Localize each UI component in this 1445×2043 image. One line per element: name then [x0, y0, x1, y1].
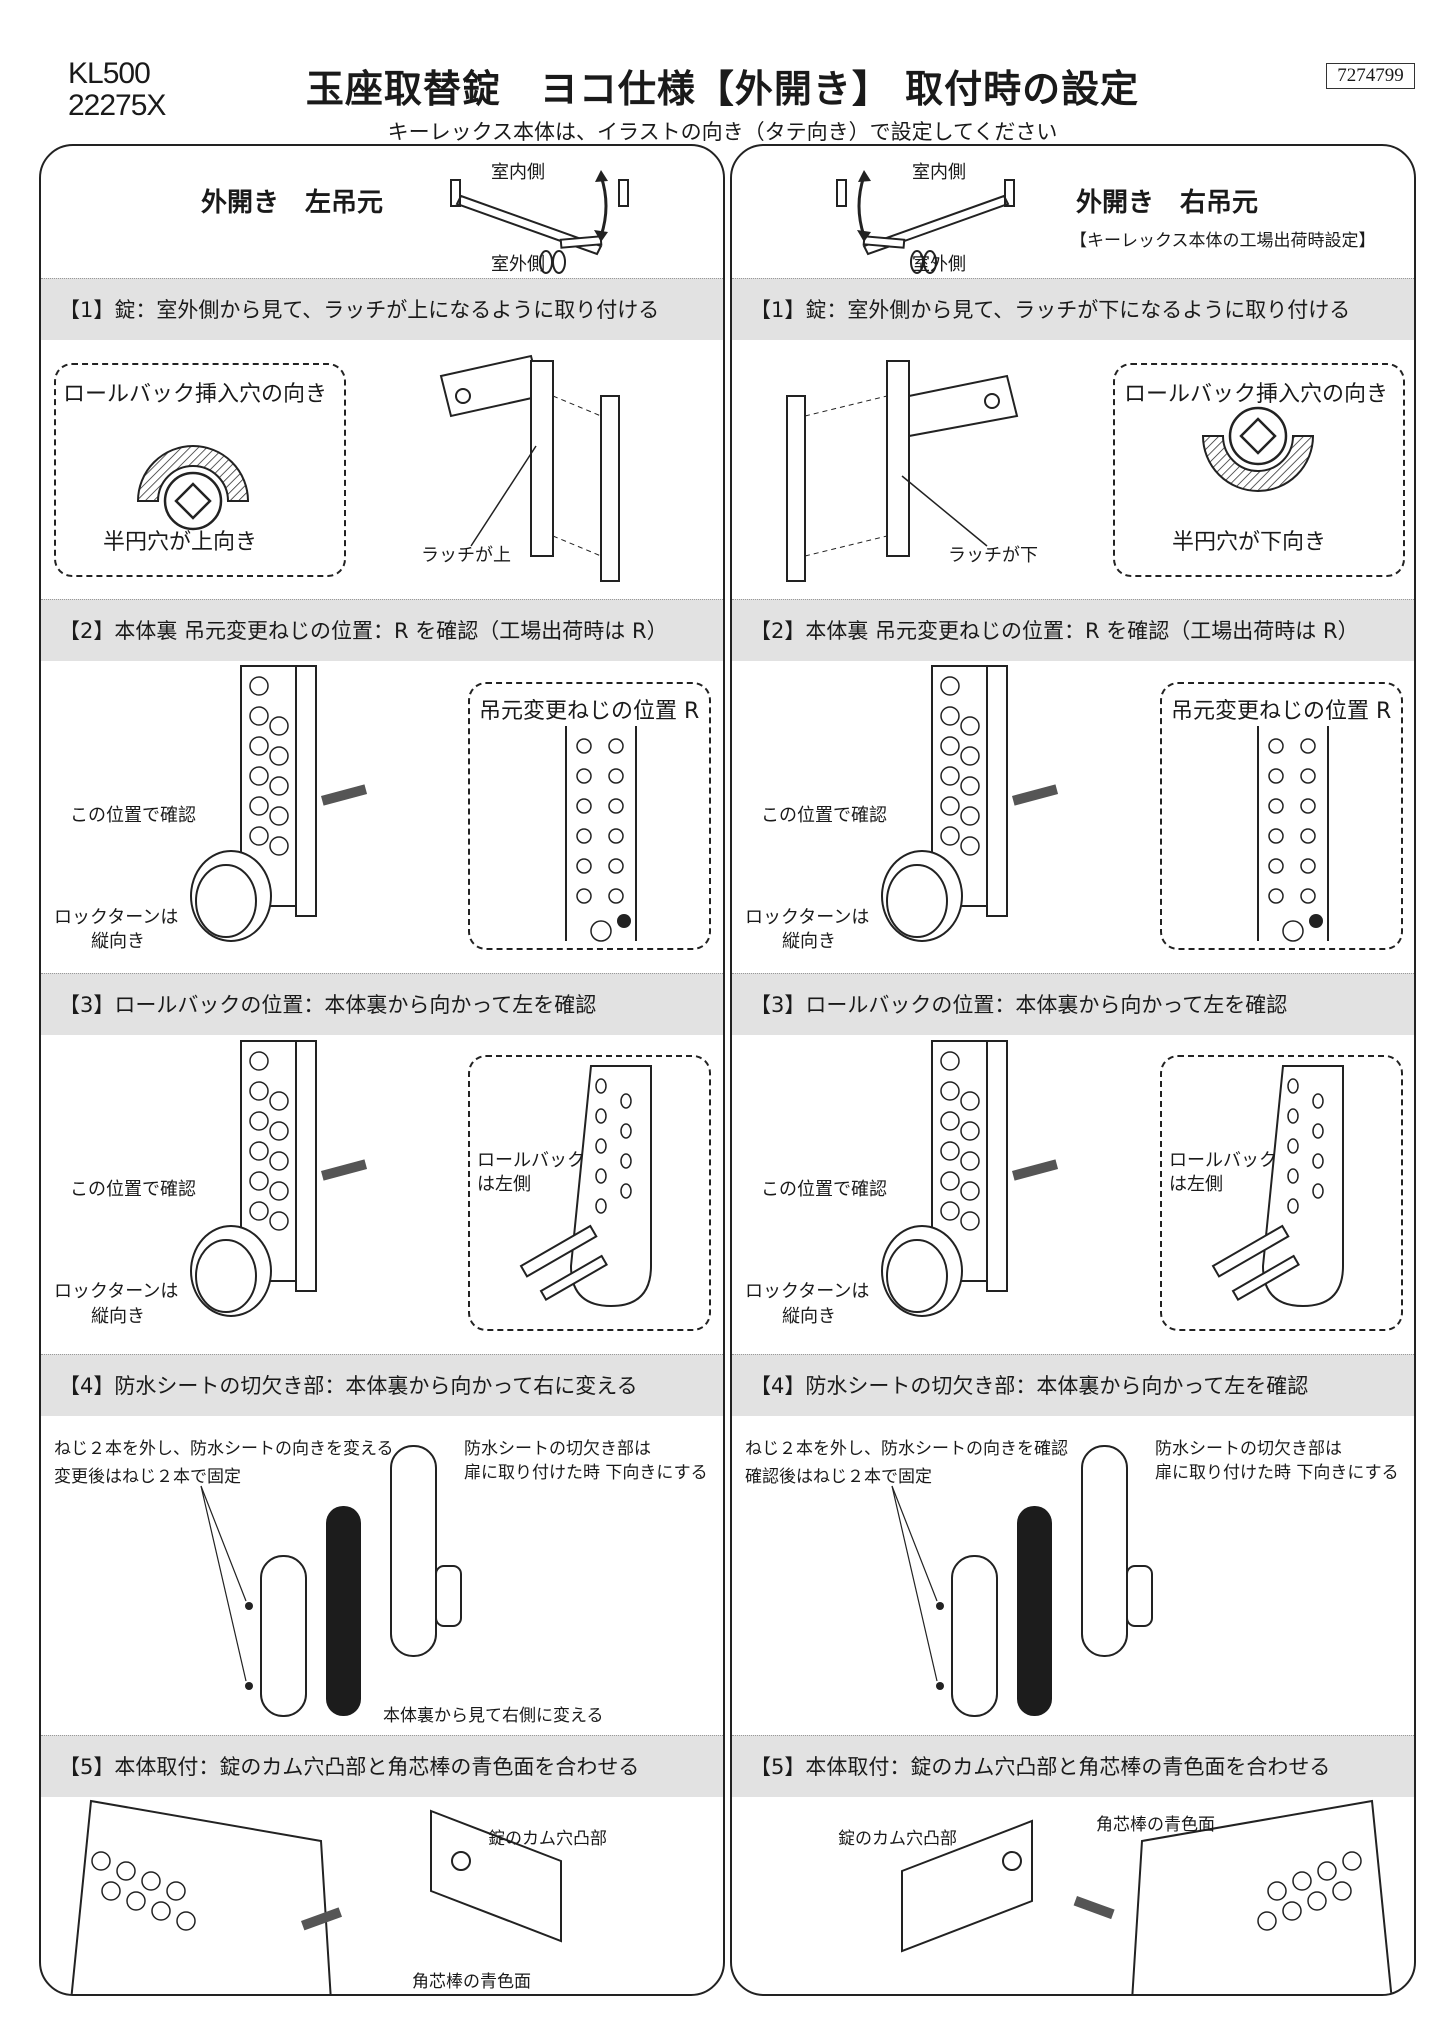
check-position-label: この位置で確認 [761, 1179, 887, 1200]
step-3-bar: 【3】ロールバックの位置：本体裏から向かって左を確認 [732, 973, 1414, 1035]
note-notch-down: 扉に取り付けた時 下向きにする [464, 1463, 708, 1483]
waterproof-sheet-illustration [891, 1445, 1153, 1717]
vertical-label: 縦向き [91, 931, 145, 952]
lock-turn-label: ロックターンは [745, 907, 870, 928]
mortise-lock-illustration [786, 360, 1019, 582]
rollback-hole-callout [1113, 363, 1405, 577]
panel-heading: 外開き 右吊元 [1076, 188, 1259, 218]
vertical-label: 縦向き [782, 1306, 836, 1327]
latch-label: ラッチが上 [421, 545, 511, 566]
vertical-label: 縦向き [782, 931, 836, 952]
right-hinge-panel: 室内側 室外側 外開き 右吊元 【キーレックス本体の工場出荷時設定】 【1】錠：… [730, 144, 1416, 1996]
note-fix-screws: 変更後はねじ２本で固定 [54, 1467, 241, 1487]
keypad-back-illustration [881, 665, 1059, 942]
rollback-label: ロールバック [1169, 1150, 1277, 1171]
body-mounting-illustration [70, 1799, 562, 1994]
panel-heading: 外開き 左吊元 [201, 188, 384, 218]
callout-caption: 半円穴が下向き [1172, 530, 1327, 555]
latch-label: ラッチが下 [948, 545, 1038, 566]
model-line-2: 22275X [68, 89, 166, 122]
callout-title: 吊元変更ねじの位置 R [1171, 699, 1392, 724]
note-notch: 防水シートの切欠き部は [1155, 1439, 1342, 1459]
step-1-bar: 【1】錠：室外側から見て、ラッチが下になるように取り付ける [732, 278, 1414, 340]
rollback-position-callout [468, 1055, 711, 1331]
model-line-1: KL500 [68, 57, 151, 90]
cam-hole-label: 錠のカム穴凸部 [838, 1829, 957, 1849]
lock-turn-label: ロックターンは [54, 907, 179, 928]
step-5-bar: 【5】本体取付：錠のカム穴凸部と角芯棒の青色面を合わせる [41, 1735, 723, 1797]
indoor-label: 室内側 [491, 162, 545, 183]
rollback-hole-callout [54, 363, 346, 577]
keypad-back-illustration [190, 1040, 368, 1317]
note-remove-screws: ねじ２本を外し、防水シートの向きを変える [54, 1439, 394, 1459]
rollback-position-callout [1160, 1055, 1403, 1331]
step-2-bar: 【2】本体裏 吊元変更ねじの位置：R を確認（工場出荷時は R） [732, 599, 1414, 661]
callout-title: 吊元変更ねじの位置 R [479, 699, 700, 724]
screw-position-illustration [565, 726, 637, 942]
half-circle-up-icon [136, 445, 250, 531]
door-swing-diagram [836, 170, 1015, 274]
rollback-illustration [519, 1065, 652, 1308]
hinge-screw-callout [1160, 682, 1403, 950]
rollback-left-label: は左側 [477, 1174, 531, 1195]
keypad-back-illustration [190, 665, 368, 942]
door-swing-diagram [450, 170, 629, 274]
note-notch-down: 扉に取り付けた時 下向きにする [1155, 1463, 1399, 1483]
spindle-label: 角芯棒の青色面 [1096, 1815, 1215, 1835]
screw-position-illustration [1257, 726, 1329, 942]
rollback-left-label: は左側 [1169, 1174, 1223, 1195]
document-code: 7274799 [1326, 63, 1415, 89]
rollback-label: ロールバック [477, 1150, 585, 1171]
step-4-bar: 【4】防水シートの切欠き部：本体裏から向かって右に変える [41, 1354, 723, 1416]
step-1-bar: 【1】錠：室外側から見て、ラッチが上になるように取り付ける [41, 278, 723, 340]
half-circle-down-icon [1201, 406, 1315, 492]
lock-turn-label: ロックターンは [745, 1281, 870, 1302]
waterproof-sheet-illustration [200, 1445, 462, 1717]
lock-turn-label: ロックターンは [54, 1281, 179, 1302]
vertical-label: 縦向き [91, 1306, 145, 1327]
factory-setting-note: 【キーレックス本体の工場出荷時設定】 [1070, 231, 1376, 251]
step-4-bar: 【4】防水シートの切欠き部：本体裏から向かって左を確認 [732, 1354, 1414, 1416]
page-subtitle: キーレックス本体は、イラストの向き（タテ向き）で設定してください [387, 120, 1058, 144]
cam-hole-label: 錠のカム穴凸部 [488, 1829, 607, 1849]
mortise-lock-illustration [439, 354, 620, 582]
note-right-side: 本体裏から見て右側に変える [383, 1706, 604, 1726]
page-title: 玉座取替錠 ヨコ仕様【外開き】 取付時の設定 [305, 67, 1140, 111]
step-5-bar: 【5】本体取付：錠のカム穴凸部と角芯棒の青色面を合わせる [732, 1735, 1414, 1797]
check-position-label: この位置で確認 [70, 805, 196, 826]
callout-title: ロールバック挿入穴の向き [63, 382, 328, 407]
outdoor-label: 室外側 [491, 254, 545, 275]
check-position-label: この位置で確認 [761, 805, 887, 826]
hinge-screw-callout [468, 682, 711, 950]
indoor-label: 室内側 [912, 162, 966, 183]
note-fix-screws: 確認後はねじ２本で固定 [745, 1467, 932, 1487]
model-number: KL500 22275X [68, 57, 166, 122]
rollback-illustration [1211, 1065, 1344, 1308]
outdoor-label: 室外側 [912, 254, 966, 275]
keypad-back-illustration [881, 1040, 1059, 1317]
callout-title: ロールバック挿入穴の向き [1124, 382, 1389, 407]
note-remove-screws: ねじ２本を外し、防水シートの向きを確認 [745, 1439, 1068, 1459]
note-notch: 防水シートの切欠き部は [464, 1439, 651, 1459]
check-position-label: この位置で確認 [70, 1179, 196, 1200]
spindle-label: 角芯棒の青色面 [412, 1972, 531, 1992]
left-hinge-panel: 外開き 左吊元 室内側 室外側 【1】錠：室外側から見て、ラッチが上になるように… [39, 144, 725, 1996]
step-2-bar: 【2】本体裏 吊元変更ねじの位置：R を確認（工場出荷時は R） [41, 599, 723, 661]
step-3-bar: 【3】ロールバックの位置：本体裏から向かって左を確認 [41, 973, 723, 1035]
body-mounting-illustration [901, 1799, 1393, 1994]
callout-caption: 半円穴が上向き [103, 530, 258, 555]
